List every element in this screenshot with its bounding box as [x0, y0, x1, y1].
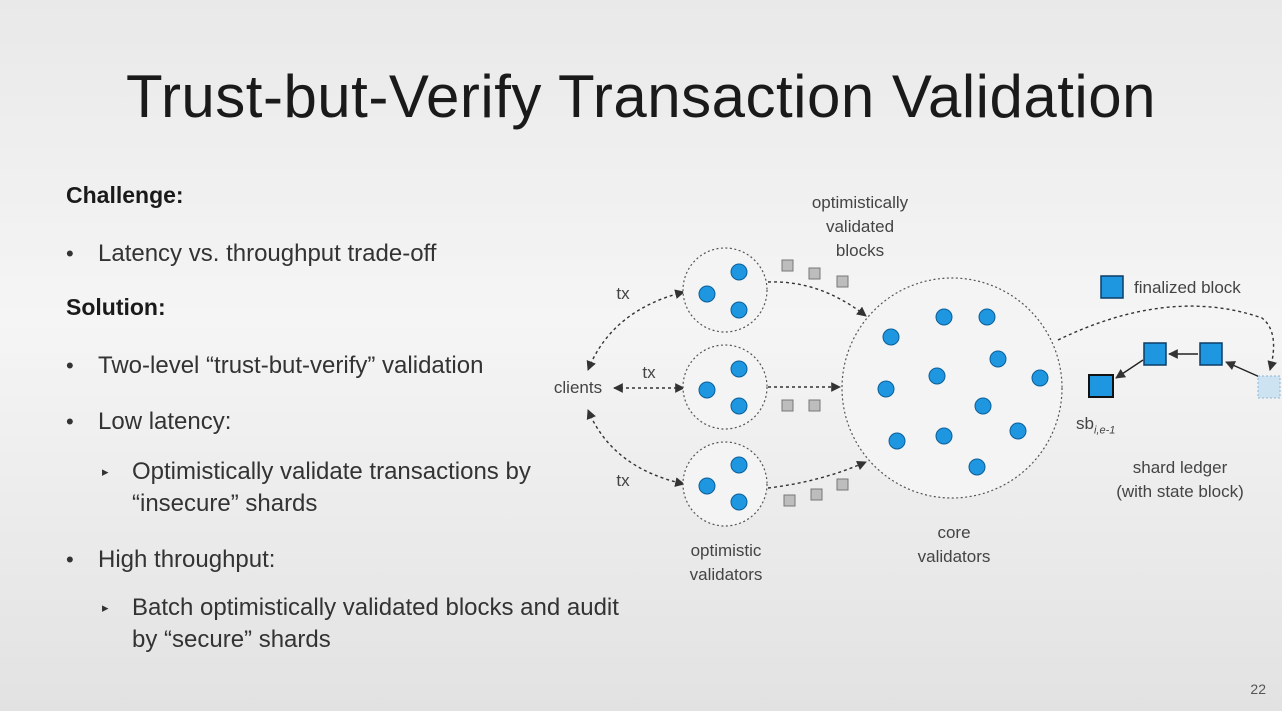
validator-node [730, 456, 748, 474]
page-number: 22 [1250, 681, 1266, 697]
sub-bullet-text: Batch optimistically validated blocks an… [132, 594, 619, 653]
validator-node [978, 308, 996, 326]
validator-node [730, 360, 748, 378]
label-line: validated [825, 217, 895, 236]
batch-block [781, 399, 794, 412]
label-line: (with state block) [1116, 482, 1244, 501]
state-block [1088, 374, 1114, 398]
label-line: blocks [835, 241, 885, 260]
sub-bullet-arrow: ▸ [102, 600, 109, 615]
core-validator-nodes [877, 308, 1049, 476]
shard-ledger-label: shard ledger (with state block) [1098, 456, 1262, 504]
label-line: validators [917, 547, 991, 566]
slide-title: Trust-but-Verify Transaction Validation [126, 63, 1156, 130]
solution-heading: Solution: [66, 294, 166, 320]
state-block-label: sbi,e-1 [1076, 412, 1136, 442]
bullet-dot: • [66, 409, 74, 434]
ledger-block [1143, 342, 1167, 366]
tx-label-mid: tx [642, 363, 656, 382]
optimistic-validator-bottom [682, 441, 768, 527]
tx-label-top: tx [616, 284, 630, 303]
batch-block [808, 267, 821, 280]
batch-block [783, 494, 796, 507]
label-line: optimistically [811, 193, 909, 212]
sub-bullet-text: Optimistically validate transactions by … [132, 458, 531, 517]
core-to-ledger-arrow [1057, 305, 1277, 371]
bullet-text: Latency vs. throughput trade-off [98, 240, 437, 267]
optimistically-validated-blocks [781, 259, 849, 507]
bullet-text: Two-level “trust-but-verify” validation [98, 352, 484, 379]
bullet-text: Low latency: [98, 408, 232, 435]
tx-label-bottom: tx [616, 471, 630, 490]
clients-label: clients [553, 378, 603, 397]
label-line: validators [689, 565, 763, 584]
label-line: optimistic [690, 541, 762, 560]
finalized-block-legend-icon [1100, 275, 1124, 299]
challenge-heading: Challenge: [66, 182, 184, 208]
optimistic-validator-top [682, 247, 768, 333]
validator-node [888, 432, 906, 450]
validator-node [1009, 422, 1027, 440]
validator-node [928, 367, 946, 385]
bullet-dot: • [66, 547, 74, 572]
validator-node [877, 380, 895, 398]
validator-node [730, 493, 748, 511]
finalized-block-label: finalized block [1134, 278, 1241, 297]
ledger-block [1199, 342, 1223, 366]
sb-main: sb [1076, 414, 1094, 433]
top-to-core-arrow [767, 281, 867, 317]
validator-node [730, 301, 748, 319]
validator-node [882, 328, 900, 346]
clients-to-top-validator-arrow [586, 289, 685, 371]
sb-subscript: i,e-1 [1093, 424, 1116, 437]
core-validators-label: core validators [894, 521, 1014, 569]
validator-node [698, 285, 716, 303]
validator-node [974, 397, 992, 415]
optimistic-validator-nodes [698, 263, 748, 511]
bullet-text: High throughput: [98, 546, 276, 573]
ledger-link [1225, 361, 1263, 379]
core-validator-circle [841, 277, 1063, 499]
validator-node [730, 263, 748, 281]
optimistically-validated-blocks-label: optimistically validated blocks [790, 191, 930, 263]
batch-block [810, 488, 823, 501]
bottom-to-core-arrow [767, 461, 867, 489]
bullet-dot: • [66, 353, 74, 378]
optimistic-validators-label: optimistic validators [666, 539, 786, 587]
pending-block [1257, 375, 1281, 399]
batch-block [836, 478, 849, 491]
optimistic-validator-mid [682, 344, 768, 430]
batch-block [781, 259, 794, 272]
validator-node [698, 381, 716, 399]
validator-node [1031, 369, 1049, 387]
validator-node [698, 477, 716, 495]
validator-node [989, 350, 1007, 368]
ledger-link [1115, 359, 1144, 379]
batch-block [808, 399, 821, 412]
sub-bullet-arrow: ▸ [102, 464, 109, 479]
label-line: shard ledger [1132, 458, 1228, 477]
validator-node [730, 397, 748, 415]
validator-node [935, 308, 953, 326]
validator-node [968, 458, 986, 476]
label-line: core [937, 523, 971, 542]
bullet-dot: • [66, 241, 74, 266]
clients-to-bottom-validator-arrow [586, 409, 685, 487]
batch-block [836, 275, 849, 288]
validator-node [935, 427, 953, 445]
